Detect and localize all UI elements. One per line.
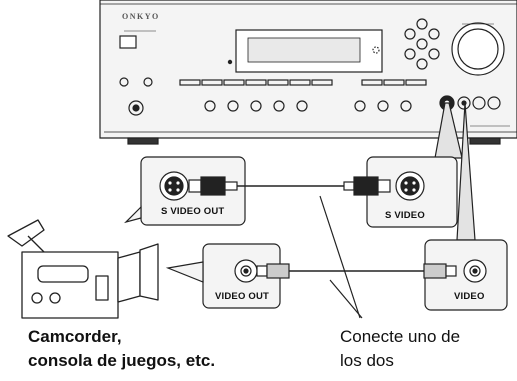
device-caption-line1: Camcorder,: [28, 327, 122, 346]
video-in-panel: [424, 239, 508, 311]
brand-logo: ONKYO: [122, 12, 160, 21]
svideo-label: S VIDEO: [385, 210, 425, 221]
svideo-cable: [188, 176, 391, 196]
video-out-panel: [165, 243, 281, 309]
svideo-out-label: S VIDEO OUT: [161, 206, 225, 217]
svideo-in-panel: [366, 156, 458, 228]
video-label: VIDEO: [454, 291, 485, 302]
note-leaders: [319, 195, 363, 319]
device-caption-line2: consola de juegos, etc.: [28, 351, 216, 370]
connection-note-line1: Conecte uno de: [340, 327, 461, 346]
video-cable: [256, 263, 457, 279]
av-receiver: [99, 0, 517, 145]
video-out-label: VIDEO OUT: [215, 291, 270, 302]
camcorder-illustration: [7, 219, 159, 319]
connection-note-line2: los dos: [340, 351, 394, 370]
